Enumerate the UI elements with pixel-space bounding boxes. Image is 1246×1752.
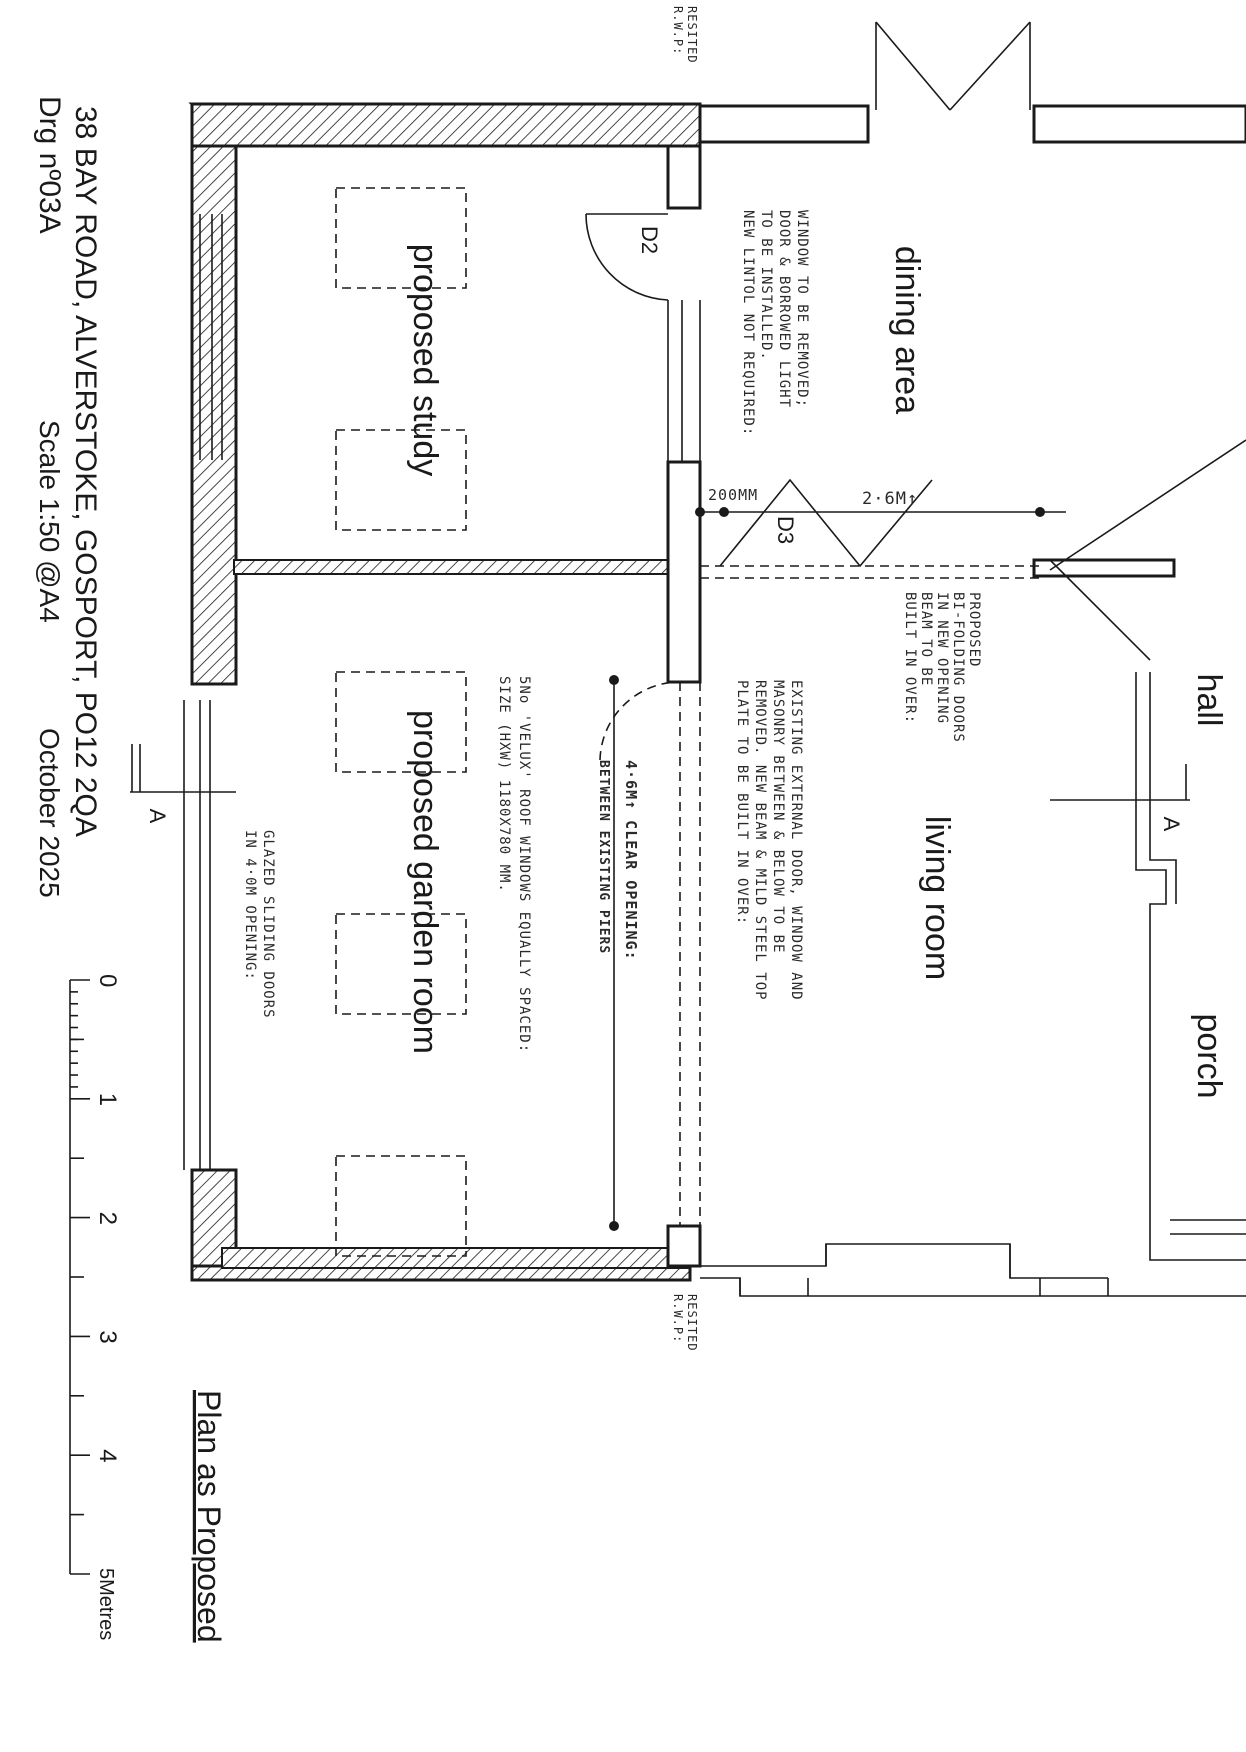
- velux-windows: [335, 187, 467, 1257]
- room-label-hall: hall: [1190, 674, 1228, 727]
- door-tag-d2: D2: [637, 226, 662, 254]
- note-velux: 5No 'VELUX' ROOF WINDOWS EQUALLY SPACED:…: [496, 676, 532, 1053]
- note-resited-bottom: RESITED R.W.P:: [671, 1294, 699, 1352]
- bifold-doors-d3: [700, 478, 1040, 579]
- scale-tick-label: 2: [94, 1212, 121, 1225]
- note-line: SIZE (HXW) 1180X780 MM.: [496, 676, 512, 893]
- extension-walls: [188, 102, 702, 1282]
- scale-tick-label: 1: [94, 1093, 121, 1106]
- room-label-porch: porch: [1190, 1013, 1228, 1098]
- scale-bar: 0 1 2 3 4 5Metres: [69, 974, 121, 1640]
- existing-wall-top-right: [1032, 104, 1246, 144]
- note-line: BUILT IN OVER:: [902, 592, 918, 724]
- section-tag-right: A: [1159, 817, 1184, 832]
- note-line: 5No 'VELUX' ROOF WINDOWS EQUALLY SPACED:: [516, 676, 532, 1053]
- note-line: DOOR & BORROWED LIGHT: [776, 210, 792, 408]
- note-line: R.W.P:: [671, 1294, 685, 1343]
- door-tag-d3: D3: [773, 516, 798, 544]
- opening-dimension-label: 4·6M↑ CLEAR OPENING:: [622, 760, 640, 961]
- opening-dimension-sublabel: BETWEEN EXISTING PIERS: [596, 760, 611, 954]
- note-bifold: PROPOSED BI-FOLDING DOORS IN NEW OPENING…: [902, 592, 982, 743]
- note-line: RESITED: [685, 1294, 699, 1352]
- pier-mid: [666, 460, 702, 684]
- pier-top: [666, 144, 702, 210]
- note-existing-door: EXISTING EXTERNAL DOOR, WINDOW AND MASON…: [734, 680, 804, 1001]
- outer-wall-upper: [190, 102, 238, 686]
- room-label-study: proposed study: [406, 244, 444, 477]
- note-window-removed: WINDOW TO BE REMOVED; DOOR & BORROWED LI…: [740, 210, 810, 436]
- note-line: PLATE TO BE BUILT IN OVER:: [734, 680, 750, 925]
- note-line: MASONRY BETWEEN & BELOW TO BE: [770, 680, 786, 953]
- note-line: EXISTING EXTERNAL DOOR, WINDOW AND: [788, 680, 804, 1001]
- bifold-dimension-label: 2·6M↑: [862, 489, 918, 509]
- pier-dimension-label: 200MM: [708, 486, 758, 504]
- door-d2-swing: [585, 213, 669, 301]
- title-drawing-number: Drg nº03A: [33, 96, 66, 234]
- note-line: NEW LINTOL NOT REQUIRED:: [740, 210, 756, 436]
- doors-top: [875, 21, 1031, 111]
- scale-tick-label: 3: [94, 1330, 121, 1343]
- room-label-garden: proposed garden room: [406, 710, 444, 1054]
- scale-tick-label: 4: [94, 1449, 121, 1462]
- title-scale: Scale 1:50 @A4: [34, 420, 65, 623]
- scale-tick-label: 0: [94, 974, 121, 987]
- note-line: IN NEW OPENING: [934, 592, 950, 724]
- plan-title: Plan as Proposed: [191, 1390, 227, 1643]
- opening-dimension: [599, 675, 701, 1231]
- scale-tick-label: 5Metres: [95, 1568, 117, 1640]
- room-label-dining: dining area: [888, 246, 926, 414]
- existing-wall-top-left: [698, 104, 870, 144]
- note-line: BEAM TO BE: [918, 592, 934, 686]
- note-line: WINDOW TO BE REMOVED;: [794, 210, 810, 408]
- bottom-wall-inner: [221, 1247, 691, 1269]
- existing-walls: [698, 104, 1246, 1297]
- note-line: BI-FOLDING DOORS: [950, 592, 966, 743]
- note-line: RESITED: [685, 6, 699, 64]
- note-line: REMOVED. NEW BEAM & MILD STEEL TOP: [752, 680, 768, 1001]
- title-date: October 2025: [34, 728, 65, 898]
- top-wall-band: [190, 102, 702, 148]
- title-address: 38 BAY ROAD, ALVERSTOKE, GOSPORT, PO12 2…: [69, 106, 102, 837]
- outer-glazing: [183, 214, 223, 1170]
- note-line: TO BE INSTALLED.: [758, 210, 774, 361]
- note-line: GLAZED SLIDING DOORS: [260, 830, 276, 1019]
- note-resited-top: RESITED R.W.P:: [671, 6, 699, 64]
- pier-dimension: [695, 507, 1066, 517]
- pier-bottom: [666, 1224, 702, 1268]
- note-line: R.W.P:: [671, 6, 685, 55]
- room-label-living: living room: [918, 816, 956, 980]
- note-line: IN 4·0M OPENING:: [242, 830, 258, 981]
- study-partition-wall: [233, 559, 671, 575]
- note-line: PROPOSED: [966, 592, 982, 667]
- note-sliding: GLAZED SLIDING DOORS IN 4·0M OPENING:: [242, 830, 276, 1019]
- hall-wall: [1032, 558, 1176, 578]
- section-markers: [130, 744, 1190, 801]
- section-tag-left: A: [145, 809, 170, 824]
